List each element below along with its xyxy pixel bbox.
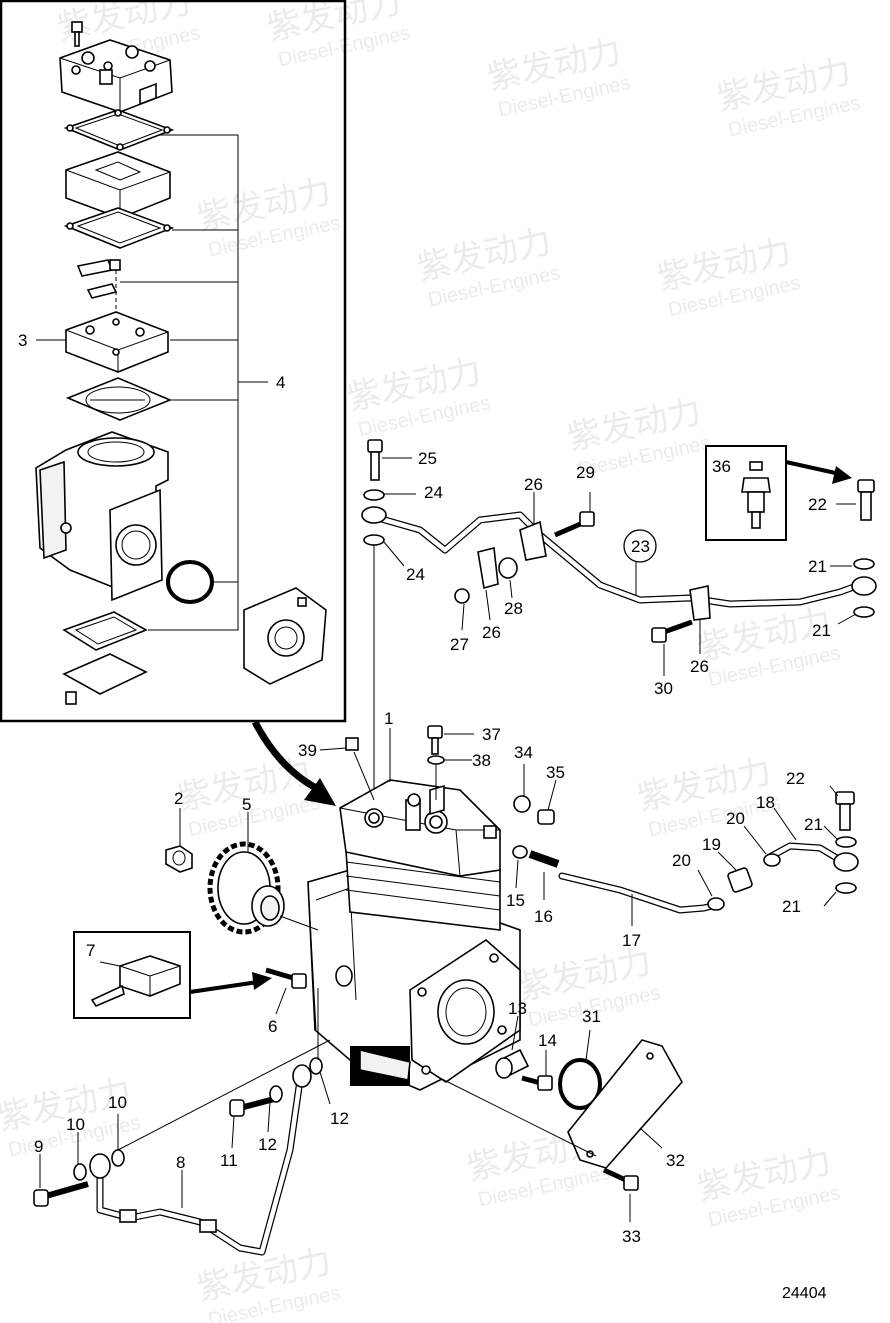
callout-6: 6 (268, 1017, 277, 1036)
callout-24a: 24 (424, 483, 443, 502)
inset-cylinder-block (35, 431, 169, 602)
exploded-view-inset: 3 4 (0, 0, 347, 723)
callout-10b: 10 (108, 1093, 127, 1112)
inset-frame (0, 0, 347, 723)
callout-7: 7 (86, 941, 95, 960)
callout-30: 30 (654, 679, 673, 698)
callout-19: 19 (702, 835, 721, 854)
inset-gasket-upper (63, 109, 175, 151)
callout-20b: 20 (672, 851, 691, 870)
callout-26b: 26 (482, 623, 501, 642)
callout-16: 16 (534, 907, 553, 926)
callout-36-box (705, 445, 852, 541)
callout-20a: 20 (726, 809, 745, 828)
inset-gasket-middle (63, 207, 175, 249)
callout-34: 34 (514, 743, 533, 762)
main-callout-lines (99, 728, 474, 1015)
gear-nut (165, 845, 193, 873)
drive-gear (207, 841, 319, 935)
bolt-6 (265, 967, 307, 989)
callout-12a: 12 (258, 1135, 277, 1154)
callout-21a: 21 (808, 557, 827, 576)
inset-cylinder-head-cover (59, 39, 173, 113)
callout-15: 15 (506, 891, 525, 910)
callout-38: 38 (472, 751, 491, 770)
inset-valve-plate-upper (65, 151, 171, 219)
callout-7-box (73, 931, 272, 1019)
callout-29: 29 (576, 463, 595, 482)
callout-1: 1 (384, 709, 393, 728)
diagram-number: 24404 (782, 1285, 827, 1302)
callout-17: 17 (622, 931, 641, 950)
callout-25: 25 (418, 449, 437, 468)
inset-flange-housing (243, 587, 327, 685)
callout-28: 28 (504, 599, 523, 618)
callout-23: 23 (631, 537, 650, 556)
main-compressor-assembly (307, 779, 521, 1091)
callout-36: 36 (712, 457, 731, 476)
callout-8: 8 (176, 1153, 185, 1172)
callout-18: 18 (756, 793, 775, 812)
inset-head-screw (71, 21, 83, 47)
callout-11: 11 (220, 1151, 238, 1170)
callout-26a: 26 (524, 475, 543, 494)
callout-9: 9 (34, 1137, 43, 1156)
callout-21d: 21 (782, 897, 801, 916)
callout-33: 33 (622, 1227, 641, 1246)
callout-26c: 26 (690, 657, 709, 676)
inset-cover-plate (62, 653, 148, 705)
callout-12b: 12 (330, 1109, 349, 1128)
callout-27: 27 (450, 635, 469, 654)
inset-o-ring (166, 560, 214, 604)
inset-gasket-lower (65, 377, 173, 421)
callout-39: 39 (298, 741, 317, 760)
callout-22a: 22 (808, 495, 827, 514)
upper-pipe-assembly (361, 439, 877, 800)
callout-21c: 21 (804, 815, 823, 834)
callout-10a: 10 (66, 1115, 85, 1134)
callout-5: 5 (242, 795, 251, 814)
callout-13: 13 (508, 999, 527, 1018)
callout-14: 14 (538, 1031, 557, 1050)
callout-3: 3 (18, 331, 27, 350)
callout-21b: 21 (812, 621, 831, 640)
callout-32: 32 (666, 1151, 685, 1170)
callout-37: 37 (482, 725, 501, 744)
inset-valve-plate-lower (65, 311, 169, 373)
callout-31: 31 (582, 1007, 601, 1026)
callout-2: 2 (174, 789, 183, 808)
callout-35: 35 (546, 763, 565, 782)
lower-right-parts (435, 1015, 683, 1222)
oil-pipe-assembly (33, 988, 331, 1256)
callout-22b: 22 (786, 769, 805, 788)
callout-labels: 1 2 5 6 7 8 9 10 10 11 12 12 13 14 15 16… (34, 449, 831, 1302)
callout-4: 4 (276, 373, 285, 392)
outlet-pipe-assembly (512, 764, 859, 926)
callout-24b: 24 (406, 565, 425, 584)
inset-pointer-arrow (251, 720, 336, 806)
inset-cover-gasket (62, 611, 148, 651)
